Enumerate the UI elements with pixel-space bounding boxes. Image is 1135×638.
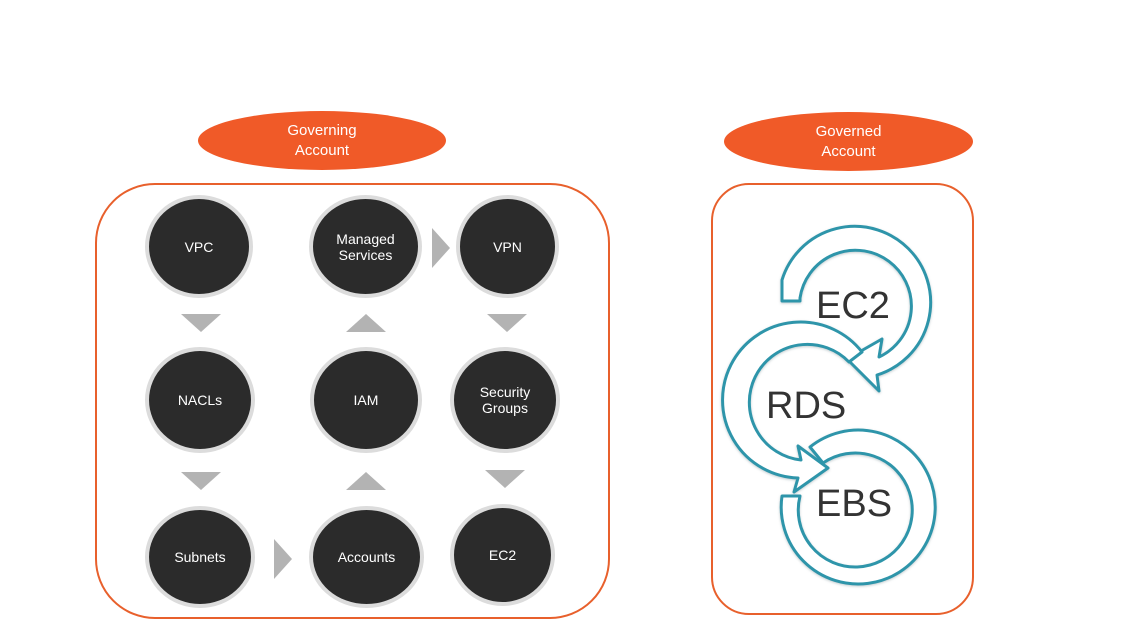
cycle-label-rds: RDS [766, 385, 846, 427]
governing-account-panel [95, 183, 610, 619]
node-accounts: Accounts [309, 506, 424, 608]
service-cycle-diagram: EC2 RDS EBS [721, 224, 937, 586]
rds-cycle-arrow [721, 320, 864, 494]
node-iam: IAM [310, 347, 422, 453]
arrow-security-to-ec2 [485, 470, 525, 488]
node-vpc-label: VPC [184, 238, 214, 255]
governed-title-line1: Governed [815, 122, 882, 140]
arrow-vpc-to-nacls [181, 314, 221, 332]
node-vpn-label: VPN [493, 238, 522, 255]
ebs-cycle-arrow [779, 428, 937, 586]
cycle-label-ec2: EC2 [816, 285, 890, 327]
node-iam-label: IAM [353, 392, 379, 408]
node-vpc: VPC [145, 195, 253, 298]
arrow-subnets-to-accounts [274, 539, 292, 579]
ec2-cycle-arrow [780, 224, 933, 393]
node-subnets-label: Subnets [174, 549, 226, 565]
governing-title-line1: Governing [287, 121, 357, 139]
node-accounts-label: Accounts [337, 549, 396, 565]
node-security-label-line2: Groups [482, 400, 528, 416]
node-security-groups: Security Groups [450, 347, 560, 453]
node-ec2: EC2 [450, 504, 555, 606]
node-managed-services: Managed Services [309, 195, 422, 298]
node-nacls: NACLs [145, 347, 255, 453]
node-nacls-label: NACLs [177, 392, 223, 408]
arrow-iam-to-managed [346, 314, 386, 332]
governed-account-title: Governed Account [724, 112, 973, 171]
node-ec2-label: EC2 [488, 547, 517, 563]
arrow-managed-to-vpn [432, 228, 450, 268]
node-managed-label-line1: Managed [336, 230, 395, 247]
node-managed-label-line2: Services [338, 246, 393, 263]
node-security-label-line1: Security [479, 384, 531, 400]
arrow-nacls-to-subnets [181, 472, 221, 490]
governing-account-title: Governing Account [198, 111, 446, 170]
node-vpn: VPN [456, 195, 559, 298]
arrow-vpn-to-security [487, 314, 527, 332]
governed-account-panel [711, 183, 974, 615]
governed-title-line2: Account [821, 142, 876, 160]
node-subnets: Subnets [145, 506, 255, 608]
governing-title-line2: Account [294, 141, 350, 159]
arrow-accounts-to-iam [346, 472, 386, 490]
cycle-label-ebs: EBS [816, 483, 892, 525]
